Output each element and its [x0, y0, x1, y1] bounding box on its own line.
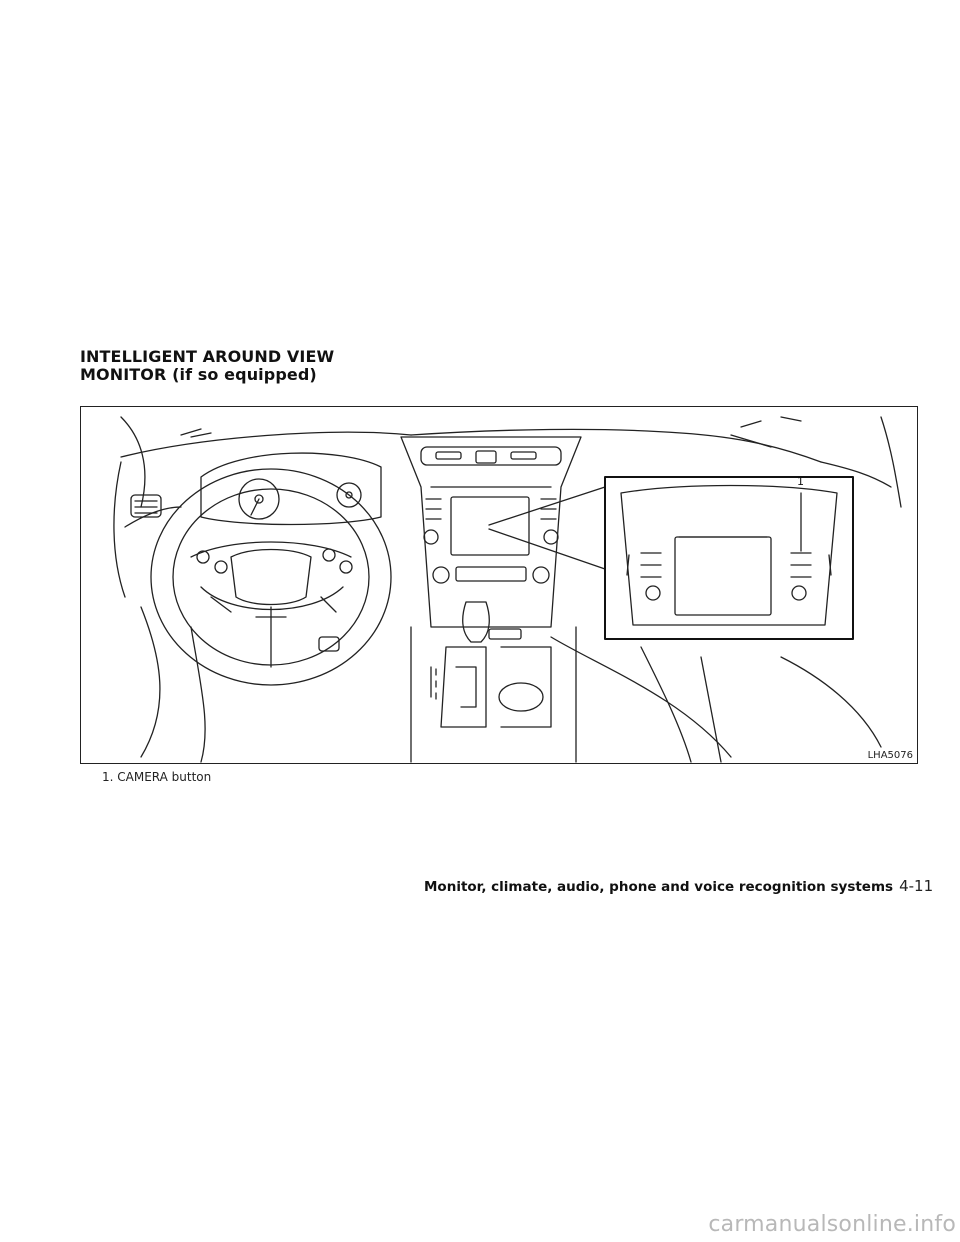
callout-number: 1: [797, 475, 804, 488]
zoom-leader-lines: [488, 486, 606, 570]
figure-code: LHA5076: [865, 750, 915, 761]
page-number: 4-11: [899, 877, 934, 895]
dashboard-outline: [113, 416, 902, 763]
page-footer: Monitor, climate, audio, phone and voice…: [424, 876, 933, 895]
chapter-title: Monitor, climate, audio, phone and voice…: [424, 879, 894, 895]
section-heading-line-1: INTELLIGENT AROUND VIEW: [80, 347, 335, 366]
center-console: [400, 436, 582, 763]
section-heading: INTELLIGENT AROUND VIEW MONITOR (if so e…: [80, 348, 334, 384]
instrument-cluster: [200, 452, 382, 526]
section-heading-line-2: MONITOR (if so equipped): [80, 365, 317, 384]
zoom-inset: [604, 476, 854, 640]
dashboard-illustration: 1 LHA5076: [80, 406, 918, 764]
steering-wheel: [150, 468, 392, 686]
watermark: carmanualsonline.info: [708, 1212, 956, 1237]
figure-caption: 1. CAMERA button: [102, 770, 212, 784]
